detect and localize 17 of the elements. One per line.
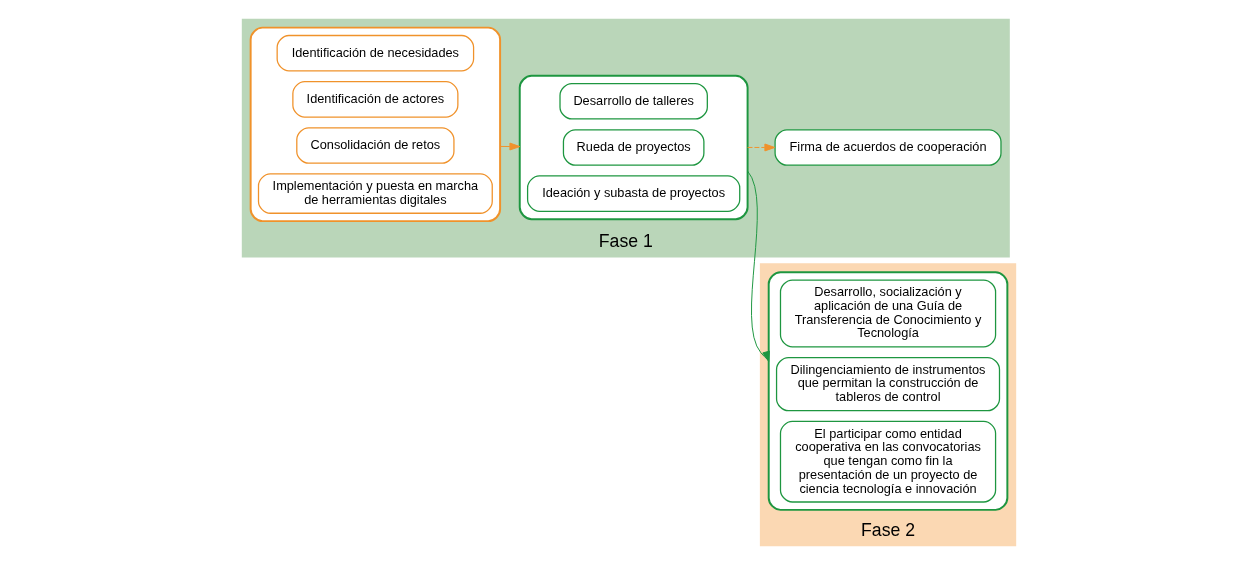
node-box: Ideación y subasta de proyectos	[526, 175, 741, 212]
arrow	[747, 143, 776, 152]
arrow	[499, 142, 521, 151]
node-box: Dilingenciamiento de instrumentos que permitan la construcción de tableros de control	[775, 357, 1001, 412]
node-box: Identificación de necesidades	[276, 34, 475, 72]
arrow	[747, 170, 770, 362]
node-box: Firma de acuerdos de cooperación	[774, 129, 1002, 166]
node-box: Consolidación de retos	[296, 127, 455, 164]
cluster	[767, 271, 1009, 511]
node-box: Desarrollo de talleres	[559, 83, 708, 120]
node-box: Identificación de actores	[292, 81, 459, 118]
node-box: El participar como entidad cooperativa en las convocatorias que tengan como fin la presentación de un proyecto de ciencia tecnología e innovación	[779, 420, 997, 503]
cluster	[518, 74, 749, 221]
node-box: Implementación y puesta en marcha de herramientas digitales	[257, 173, 493, 214]
cluster	[249, 26, 502, 223]
node-box: Desarrollo, socialización y aplicación de una Guía de Transferencia de Conocimiento y Tecnología	[779, 279, 997, 348]
node-box: Rueda de proyectos	[562, 129, 705, 166]
